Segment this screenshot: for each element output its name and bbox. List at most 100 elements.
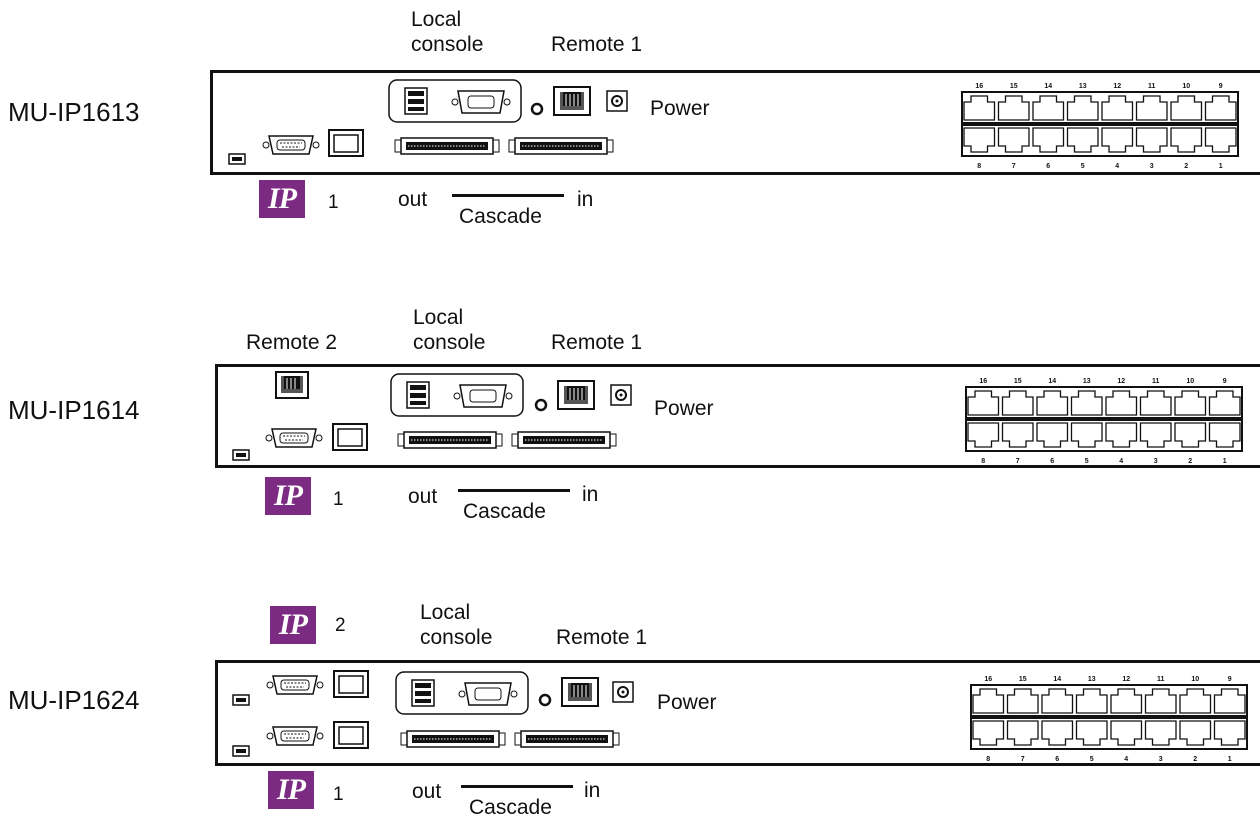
computer-port-bottom <box>997 127 1030 153</box>
port-number-bottom: 1 <box>1219 163 1223 170</box>
computer-port-top <box>1066 95 1099 121</box>
remote1-port-icon <box>553 86 591 116</box>
port-number-bottom: 5 <box>1090 756 1094 763</box>
port-number-bottom: 1 <box>1223 458 1227 465</box>
computer-port-bottom <box>1179 720 1212 746</box>
port-number-top: 15 <box>1010 83 1018 90</box>
computer-port-bottom <box>1174 422 1207 448</box>
serial-port-icon <box>266 675 324 695</box>
port-number-bottom: 5 <box>1085 458 1089 465</box>
port-number-bottom: 2 <box>1193 756 1197 763</box>
power-label: Power <box>654 397 714 420</box>
port-number-top: 9 <box>1228 676 1232 683</box>
computer-port-top <box>1135 95 1168 121</box>
remote1-label: Remote 1 <box>556 626 648 649</box>
computer-port-bottom <box>967 422 1000 448</box>
indicator-icon <box>232 745 250 757</box>
cascade-out-label: out <box>398 188 428 211</box>
port-number-top: 14 <box>1048 378 1056 385</box>
computer-port-top <box>1144 688 1177 714</box>
cascade-in-connector-icon <box>514 730 620 748</box>
cascade-out-connector-icon <box>397 431 503 449</box>
port-number-top: 15 <box>1019 676 1027 683</box>
computer-port-bottom <box>1036 422 1069 448</box>
panel-mu-ip1614: Local console Remote 2 Remote 1 MU-IP161… <box>8 306 1260 523</box>
computer-port-bottom <box>963 127 996 153</box>
port-number-top: 14 <box>1044 83 1052 90</box>
cascade-in-label: in <box>582 483 599 506</box>
power-socket-icon <box>606 90 628 112</box>
port-number-top: 16 <box>979 378 987 385</box>
model-name: MU-IP1613 <box>8 97 140 127</box>
port-number-bottom: 3 <box>1159 756 1163 763</box>
cascade-in-label: in <box>577 188 594 211</box>
computer-port-top <box>1179 688 1212 714</box>
ip-badge-1: IP <box>259 180 305 218</box>
remote1-port-icon <box>557 380 595 410</box>
port-number-bottom: 8 <box>977 163 981 170</box>
cascade-in-connector-icon <box>511 431 617 449</box>
computer-port-top <box>1041 688 1074 714</box>
computer-port-top <box>972 688 1005 714</box>
cascade-out-connector-icon <box>400 730 506 748</box>
lan-port-icon <box>328 129 364 157</box>
local-console-label-line2: console <box>411 33 484 56</box>
computer-port-top <box>1139 390 1172 416</box>
power-label: Power <box>650 97 710 120</box>
port-number-top: 11 <box>1157 676 1165 683</box>
port-number-top: 12 <box>1117 378 1125 385</box>
serial-port-icon <box>262 135 320 155</box>
computer-port-bottom <box>1006 720 1039 746</box>
remote1-label: Remote 1 <box>551 33 643 56</box>
computer-port-bottom <box>1105 422 1138 448</box>
ip-badge-1: IP <box>268 771 314 809</box>
ip-port-number: 2 <box>335 615 346 636</box>
port-number-top: 9 <box>1223 378 1227 385</box>
port-block-divider <box>962 122 1238 126</box>
cascade-line <box>452 194 564 197</box>
ip-port-number: 1 <box>328 192 339 213</box>
serial-port-icon <box>265 428 323 448</box>
power-socket-icon <box>612 681 634 703</box>
computer-port-top <box>963 95 996 121</box>
port-number-bottom: 8 <box>981 458 985 465</box>
computer-port-bottom <box>1075 720 1108 746</box>
remote2-label: Remote 2 <box>246 331 338 354</box>
computer-port-top <box>997 95 1030 121</box>
computer-port-top <box>1213 688 1246 714</box>
computer-port-bottom <box>1101 127 1134 153</box>
cascade-label: Cascade <box>459 205 542 228</box>
computer-port-top <box>1036 390 1069 416</box>
computer-port-top <box>1174 390 1207 416</box>
cascade-line <box>461 785 573 788</box>
computer-port-bottom <box>1139 422 1172 448</box>
port-number-top: 16 <box>975 83 983 90</box>
computer-port-top <box>1006 688 1039 714</box>
local-console-label-line1: Local <box>411 8 462 31</box>
port-number-top: 11 <box>1152 378 1160 385</box>
port-number-top: 11 <box>1148 83 1156 90</box>
port-number-top: 14 <box>1053 676 1061 683</box>
computer-port-bottom <box>1110 720 1143 746</box>
local-console-label-line2: console <box>420 626 493 649</box>
computer-port-bottom <box>1066 127 1099 153</box>
computer-port-top <box>1170 95 1203 121</box>
lan-port-icon <box>332 423 368 451</box>
power-label: Power <box>657 691 717 714</box>
model-name: MU-IP1614 <box>8 395 140 425</box>
computer-port-top <box>1204 95 1237 121</box>
port-number-top: 12 <box>1113 83 1121 90</box>
computer-port-top <box>1070 390 1103 416</box>
remote1-label: Remote 1 <box>551 331 643 354</box>
remote2-port-icon <box>275 371 309 399</box>
cascade-out-connector-icon <box>394 137 500 155</box>
port-number-bottom: 2 <box>1184 163 1188 170</box>
cascade-in-label: in <box>584 779 601 802</box>
ip-badge-1: IP <box>265 477 311 515</box>
computer-port-top <box>1001 390 1034 416</box>
computer-port-top <box>1032 95 1065 121</box>
computer-port-bottom <box>972 720 1005 746</box>
computer-port-bottom <box>1208 422 1241 448</box>
